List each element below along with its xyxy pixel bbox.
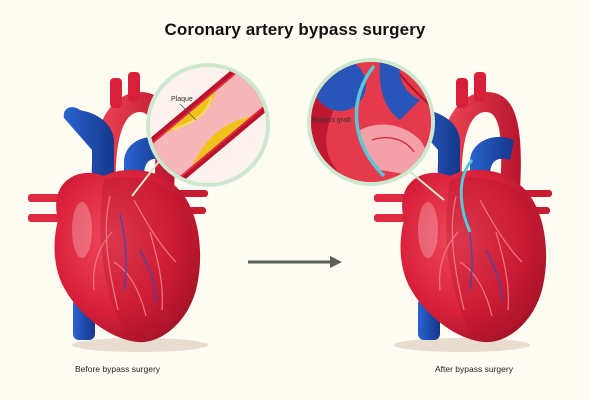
heart-highlight <box>72 202 92 258</box>
heart-body <box>54 169 201 343</box>
lens-before: Plaque <box>131 63 270 197</box>
lens-artery <box>360 124 427 176</box>
heart-after-shadow <box>394 338 530 352</box>
plaque-label: Plaque <box>171 96 193 103</box>
coronary-vessels <box>438 195 523 317</box>
heart-after <box>374 72 552 352</box>
heart-shading <box>446 176 542 339</box>
pulmonary-stub <box>374 194 406 202</box>
right-arrow-icon <box>248 256 342 268</box>
aorta-branch <box>128 72 140 102</box>
heart-shading <box>100 176 196 339</box>
lens-vein <box>379 62 420 120</box>
plaque-leader-line <box>179 103 197 121</box>
graft-label: Bypass graft <box>312 117 351 124</box>
heart-before-shadow <box>72 338 208 352</box>
artery-lumen <box>150 67 266 183</box>
heart-body <box>400 169 547 343</box>
lens-bypass-graft <box>354 64 386 178</box>
lens-pointer <box>131 159 161 197</box>
plaque-deposit <box>165 90 216 134</box>
pulmonary-stub <box>28 194 60 202</box>
aorta-branch <box>474 72 486 102</box>
aorta-branch <box>110 78 122 108</box>
coronary-veins <box>119 213 157 303</box>
pulmonary-stub <box>176 190 208 197</box>
heart-before <box>28 72 208 352</box>
coronary-vessels <box>92 195 177 317</box>
lens-pointer <box>407 169 445 201</box>
caption-before: Before bypass surgery <box>75 364 161 374</box>
bypass-graft <box>459 159 474 233</box>
aorta-branch <box>456 78 468 108</box>
caption-after: After bypass surgery <box>435 364 513 374</box>
heart-highlight <box>418 202 438 258</box>
page-title: Coronary artery bypass surgery <box>164 20 426 39</box>
pulmonary-stub <box>374 214 406 222</box>
coronary-veins <box>465 213 503 303</box>
plaque-deposit <box>192 116 251 166</box>
pulmonary-stub <box>28 214 60 222</box>
